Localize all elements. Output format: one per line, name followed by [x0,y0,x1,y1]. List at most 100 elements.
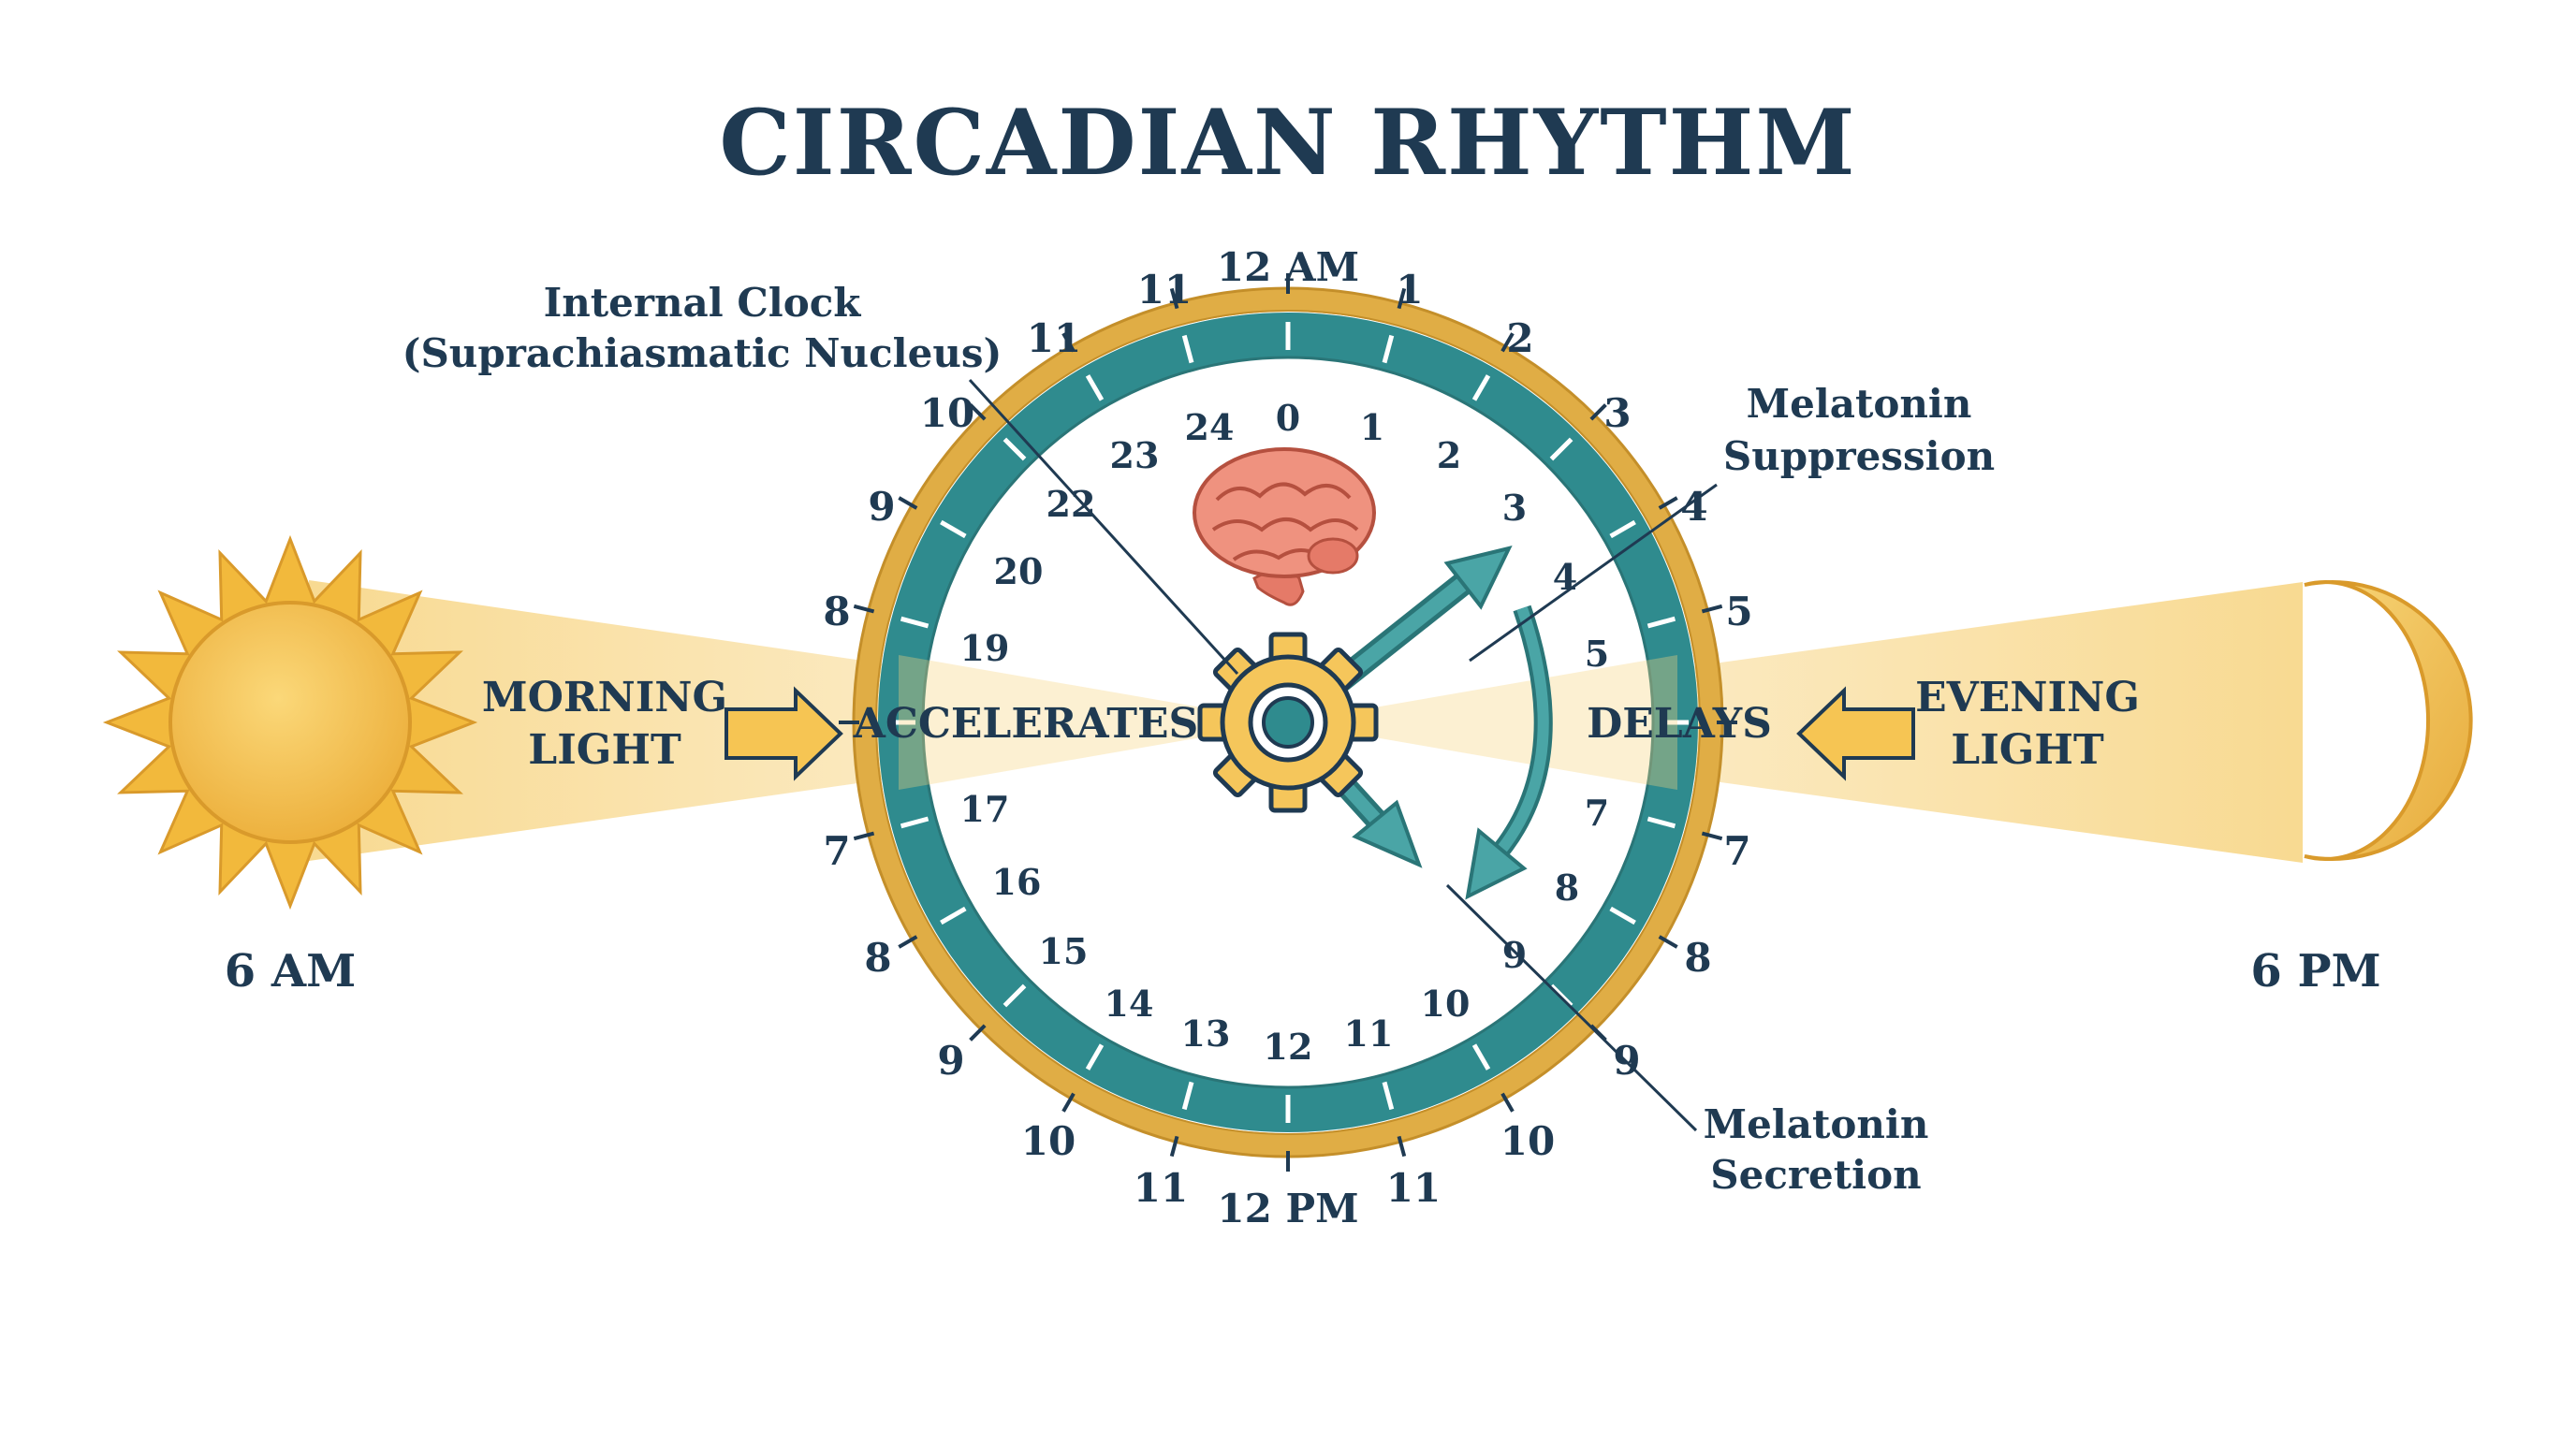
outer-hour: 3 [1603,390,1631,436]
outer-tick [1701,604,1723,614]
internal-clock-label-line1: Internal Clock [544,280,862,326]
internal-clock-leader [968,378,1239,676]
inner-hour: 0 [1276,397,1300,439]
inner-hour: 14 [1105,983,1154,1025]
inner-hour: 13 [1181,1012,1231,1055]
outer-tick [1500,1092,1515,1113]
ring-tick [940,906,967,925]
outer-hour: 10 [920,390,974,436]
evening-light-label-line1: EVENING [1915,674,2140,721]
brain-icon [1193,447,1376,606]
outer-hour: 7 [1723,828,1750,874]
ring-tick [1181,334,1194,364]
outer-hour: 10 [1500,1118,1555,1164]
outer-tick [1061,332,1076,353]
outer-hour: 9 [868,484,895,530]
outer-tick [1658,496,1678,510]
outer-hour: 8 [1684,935,1711,981]
outer-tick [969,1024,987,1041]
internal-clock-label-line2: (Suprachiasmatic Nucleus) [402,330,1003,376]
ring-tick [1382,1081,1395,1111]
inner-hour: 2 [1437,434,1461,476]
inner-hour: 12 [1264,1026,1313,1068]
suppression-leader [1469,483,1718,663]
secretion-label-line1: Melatonin [1704,1101,1929,1147]
outer-hour-12am: 12 AM [1217,244,1359,290]
outer-hour: 9 [937,1038,964,1084]
ring-tick [900,616,929,629]
outer-right-numbers: 1 2 3 4 5 7 8 9 10 11 [1386,267,1753,1211]
outer-hour: 8 [823,589,850,634]
outer-hour: 2 [1506,315,1533,361]
outer-tick [1397,1135,1407,1158]
sun-icon [102,534,478,910]
morning-time-label: 6 AM [225,945,356,998]
delay-curved-arrow [1465,604,1553,900]
outer-tick [1589,403,1607,421]
suppression-label-line2: Suppression [1723,433,1995,479]
ring-tick [1647,616,1676,629]
outer-tick [1500,332,1515,353]
outer-hour: 11 [1027,315,1081,361]
inner-hour: 11 [1344,1012,1394,1055]
delays-label: DELAYS [1587,700,1772,748]
outer-left-numbers: 11 11 10 9 8 7 8 9 10 11 [823,267,1192,1211]
morning-light-label-line1: MORNING [482,674,727,721]
inner-hour: 23 [1110,434,1160,476]
outer-tick [1061,1092,1076,1113]
inner-hour: 10 [1421,983,1471,1025]
ring-tick [1471,374,1491,401]
secretion-label-line2: Secretion [1710,1152,1921,1198]
ring-tick [1085,374,1105,401]
outer-tick [898,496,918,510]
outer-tick [1169,1135,1179,1158]
inner-hour-numbers: 0 1 2 3 4 5 7 8 9 10 11 12 13 14 15 16 1… [960,397,1610,1068]
evening-light-beam [1288,582,2303,863]
ring-tick [940,519,967,539]
outer-tick [853,831,875,841]
suppression-label-line1: Melatonin [1747,381,1972,427]
ring-tick [1647,816,1676,829]
inner-hour: 16 [992,861,1042,903]
inner-hour: 1 [1360,406,1384,448]
outer-tick [853,604,875,614]
outer-hour: 11 [1134,1165,1188,1211]
ring-tick [1471,1043,1491,1071]
page-title: CIRCADIAN RHYTHM [719,90,1856,196]
inner-hour: 4 [1553,556,1577,598]
accelerates-label: ACCELERATES [853,700,1199,748]
outer-tick [898,935,918,949]
inner-hour: 9 [1502,934,1527,976]
outer-tick [1169,287,1179,310]
ring-tick [1609,906,1636,925]
ring-tick [1549,437,1573,461]
outer-hour: 5 [1725,589,1752,634]
ring-tick [900,816,929,829]
inner-hour: 3 [1502,487,1527,529]
outer-tick [969,403,987,421]
ring-tick [1085,1043,1105,1071]
secretion-leader [1445,883,1698,1132]
beam-overlay [899,655,1288,790]
outer-hour: 1 [1396,267,1423,313]
ring-tick [1003,437,1027,461]
outer-hour: 8 [864,935,891,981]
ring-tick [1382,334,1395,364]
morning-light-label-line2: LIGHT [528,726,681,774]
inner-hour: 7 [1585,792,1609,834]
outer-tick [1701,831,1723,841]
inner-hour: 19 [960,627,1010,669]
evening-light-label-line2: LIGHT [1951,726,2104,774]
ring-tick [1181,1081,1194,1111]
morning-arrow-icon [724,686,843,781]
inner-hour: 20 [994,550,1044,592]
inner-hour: 17 [960,788,1010,830]
gear-icon [1197,632,1379,813]
beam-overlay-right [1288,655,1677,790]
outer-tick [1397,287,1407,310]
inner-hour: 8 [1555,867,1579,909]
outer-hour: 10 [1021,1118,1076,1164]
ring-tick [1003,983,1027,1008]
